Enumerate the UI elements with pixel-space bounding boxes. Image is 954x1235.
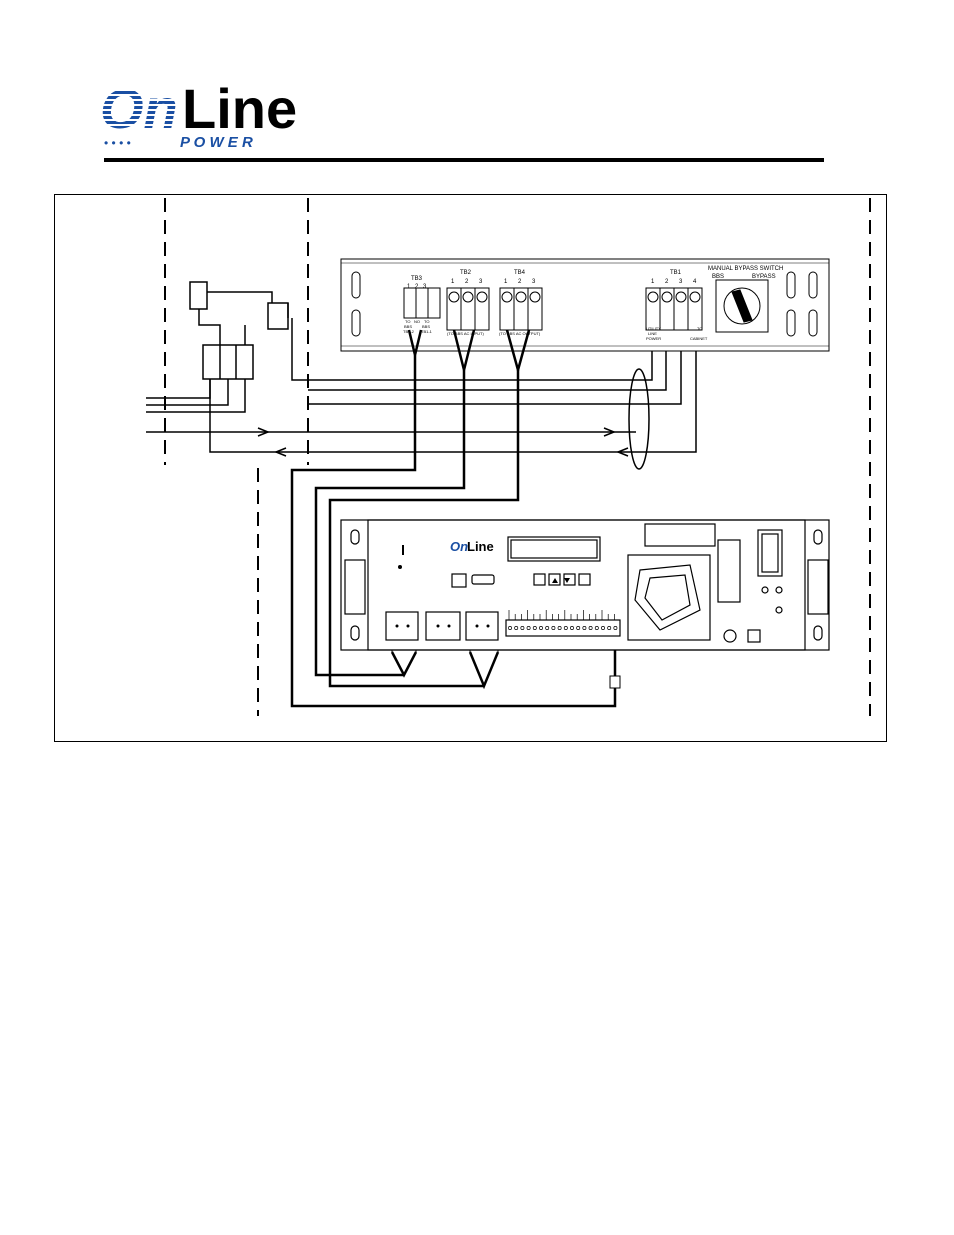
tb1-caption-left-3: POWER <box>646 336 661 341</box>
tb1-caption-right-2: CABINET <box>690 336 708 341</box>
terminal-screw <box>508 626 512 630</box>
terminal-screw <box>532 626 537 630</box>
tb4-terminal-2: 2 <box>518 279 522 285</box>
ups-brand-on: On <box>450 539 468 554</box>
terminal-strip <box>505 619 621 637</box>
bypass-panel <box>340 258 830 352</box>
terminal-screw <box>526 626 531 630</box>
socket-1 <box>385 611 419 641</box>
terminal-screw <box>601 626 605 630</box>
lcd-display <box>507 536 601 562</box>
tb3-bottom-3: TO <box>424 319 429 324</box>
tb3-bottom-b1: BBS <box>404 324 412 329</box>
terminal-screw <box>520 626 525 630</box>
tb3-bottom-b3: BBS <box>422 324 430 329</box>
terminal-strip-teeth <box>508 610 618 630</box>
terminal-screw <box>539 626 543 630</box>
input-breaker <box>717 539 741 603</box>
tb3-label: TB3 <box>411 276 423 282</box>
terminal-screw <box>613 626 618 630</box>
bypass-switch-left: BBS <box>712 274 724 280</box>
socket-3 <box>465 611 499 641</box>
tb1-terminal-3: 3 <box>679 279 683 285</box>
breaker-three-pole <box>202 344 254 380</box>
tb1-terminal-2: 2 <box>665 279 669 285</box>
bypass-panel-labels: MANUAL BYPASS SWITCH BBS BYPASS TB3 1 2 … <box>403 266 783 341</box>
distribution-panel <box>146 281 697 470</box>
inline-fuse <box>609 675 621 689</box>
tb4-terminal-1: 1 <box>504 279 508 285</box>
dashed-boundaries <box>164 198 871 716</box>
ups-brand: On Line <box>450 539 494 554</box>
tb2-terminal-1: 1 <box>451 279 455 285</box>
tb2-terminal-3: 3 <box>479 279 483 285</box>
tb1-terminal-4: 4 <box>693 279 697 285</box>
onlinepower-logo: On Line • • • • P O W E R <box>100 77 297 150</box>
logo-word-power: P O W E R <box>180 134 253 150</box>
terminal-screw <box>563 626 568 630</box>
bypass-title: MANUAL BYPASS SWITCH <box>708 266 783 272</box>
terminal-screw <box>594 626 599 630</box>
tb3-terminal-2: 2 <box>415 284 419 290</box>
logo-dots: • • • • <box>104 136 131 150</box>
bypass-switch-plate <box>715 279 769 333</box>
tb4-caption: (TO BBS AC OUTPUT) <box>499 331 541 336</box>
tb4-terminal-3: 3 <box>532 279 536 285</box>
terminal-screw <box>607 626 612 630</box>
terminal-screw <box>551 626 556 630</box>
tb3-terminal-1: 1 <box>407 284 411 290</box>
socket-2 <box>425 611 461 641</box>
terminal-screw <box>582 626 587 630</box>
terminal-screw <box>588 626 593 630</box>
tb2-terminal-2: 2 <box>465 279 469 285</box>
ups-unit <box>340 519 830 651</box>
tb3-bottom-1: TO <box>405 319 410 324</box>
tb3-bottom-c3: TB1-1 <box>421 329 433 334</box>
fan-grille <box>627 554 711 641</box>
tb3-terminal-3: 3 <box>423 284 427 290</box>
tb2-caption: (TO BBS AC INPUT) <box>447 331 484 336</box>
tb1-terminal-1: 1 <box>651 279 655 285</box>
ups-brand-line: Line <box>467 539 494 554</box>
cable-bundle-ellipse <box>628 368 650 470</box>
tb1-label: TB1 <box>670 270 682 276</box>
logo-word-on: On <box>100 77 178 140</box>
tb1-caption-left: UTILITY <box>646 326 661 331</box>
tb1-caption-right: TO <box>697 326 702 331</box>
diagram-frame <box>54 194 887 742</box>
tb4-label: TB4 <box>514 270 526 276</box>
bypass-to-ups-wiring <box>290 329 617 708</box>
tb3-bottom-2: NO <box>414 319 420 324</box>
header-rule <box>104 158 824 162</box>
tb2-label: TB2 <box>460 270 472 276</box>
tb1-caption-left-2: LINE <box>648 331 657 336</box>
bypass-switch-right: BYPASS <box>752 274 776 280</box>
terminal-screw <box>545 626 550 630</box>
terminal-screw <box>514 626 519 630</box>
terminal-screw <box>576 626 581 630</box>
tb4-block <box>499 287 543 331</box>
terminal-screw <box>557 626 562 630</box>
logo-word-line: Line <box>182 77 297 140</box>
fuse-block <box>267 302 289 330</box>
ups-sockets-pins <box>395 545 570 628</box>
tb1-block <box>645 287 703 331</box>
tb3-block <box>403 287 441 319</box>
terminal-screw <box>570 626 574 630</box>
breaker-small <box>189 281 208 310</box>
serial-port <box>471 574 495 585</box>
